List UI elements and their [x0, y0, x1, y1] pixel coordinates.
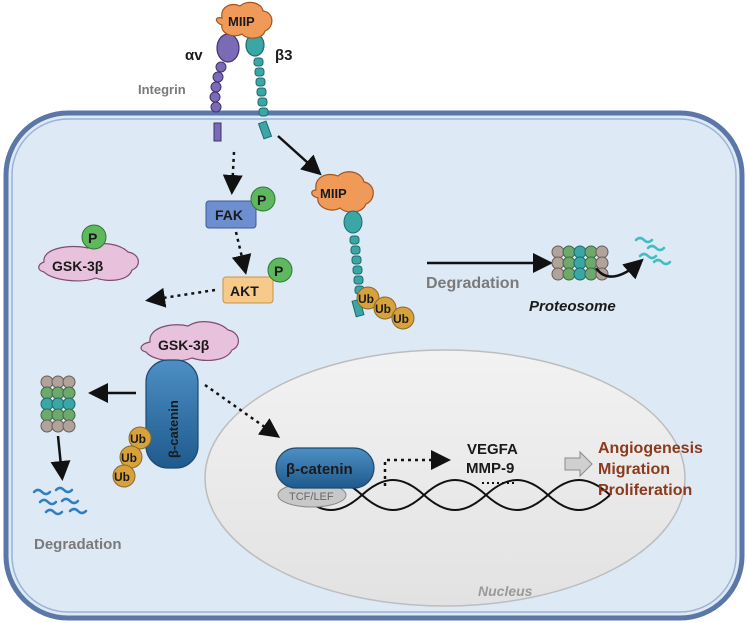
- akt-node: AKT P: [222, 257, 293, 304]
- beta-catenin-nuclear-label: β-catenin: [286, 461, 353, 478]
- akt-phospho-label: P: [274, 263, 283, 279]
- miip-internal-complex: MIIP Ub Ub Ub: [311, 171, 415, 330]
- destruction-complex: GSK-3β β-catenin Ub Ub Ub: [112, 321, 239, 488]
- arrow-catenin-to-nucleus: [204, 383, 281, 438]
- degradation-right-label: Degradation: [426, 275, 519, 292]
- arrow-integrin-to-internal: [277, 135, 322, 176]
- ub-right-2: Ub: [375, 302, 391, 316]
- dna-helix: [299, 479, 611, 511]
- beta-catenin-cyto-label: β-catenin: [166, 400, 181, 458]
- miip-internal-label: MIIP: [320, 186, 347, 201]
- fak-label: FAK: [215, 207, 243, 223]
- degradation-left-label: Degradation: [34, 536, 122, 553]
- integrin-beta-chain: [245, 33, 273, 140]
- integrin-label: Integrin: [138, 82, 186, 97]
- peptide-fragments-left: [32, 486, 88, 516]
- ub-left-2: Ub: [121, 451, 137, 465]
- outcome-arrow: [564, 450, 593, 478]
- ub-left-1: Ub: [130, 432, 146, 446]
- beta-label: β3: [275, 47, 293, 64]
- tcf-lef-node: TCF/LEF: [277, 482, 347, 508]
- nucleus: [204, 349, 686, 607]
- tcf-lef-label: TCF/LEF: [289, 491, 334, 503]
- arrow-proteasome-down: [50, 435, 71, 481]
- target-mmp9: MMP-9: [466, 460, 514, 477]
- outcome-angiogenesis: Angiogenesis: [598, 440, 703, 457]
- nucleus-label: Nucleus: [478, 583, 533, 599]
- ub-right-3: Ub: [393, 312, 409, 326]
- ub-chain-left: Ub Ub Ub: [112, 426, 152, 488]
- outcome-migration: Migration: [598, 461, 670, 478]
- fak-node: FAK P: [205, 186, 276, 229]
- ub-left-3: Ub: [114, 470, 130, 484]
- ub-right-1: Ub: [358, 292, 374, 306]
- fak-phospho-label: P: [257, 192, 266, 208]
- arrow-proteasome-to-fragments: [594, 258, 644, 280]
- proteasome-left: [40, 375, 76, 433]
- arrow-catenin-to-targets: [383, 450, 451, 486]
- gsk3b-phospho-node: GSK-3β P: [38, 224, 139, 282]
- outcome-proliferation: Proliferation: [598, 482, 692, 499]
- akt-label: AKT: [230, 283, 259, 299]
- integrin-alpha-chain: [209, 33, 240, 142]
- target-vegfa: VEGFA: [467, 441, 518, 458]
- miip-protein-top: MIIP: [215, 1, 273, 39]
- proteasome-right: [551, 245, 609, 281]
- gsk3b-phospho-label: GSK-3β: [52, 258, 104, 274]
- alpha-label: αv: [185, 47, 203, 64]
- peptide-fragments-right: [634, 236, 672, 266]
- gsk3b-phospho-p: P: [88, 230, 97, 246]
- gsk3b-complex-label: GSK-3β: [158, 337, 210, 353]
- cell-membrane-inner: [11, 118, 737, 613]
- miip-top-label: MIIP: [228, 14, 255, 29]
- proteosome-label: Proteosome: [529, 298, 616, 315]
- beta-catenin-nuclear-node: β-catenin: [275, 447, 375, 489]
